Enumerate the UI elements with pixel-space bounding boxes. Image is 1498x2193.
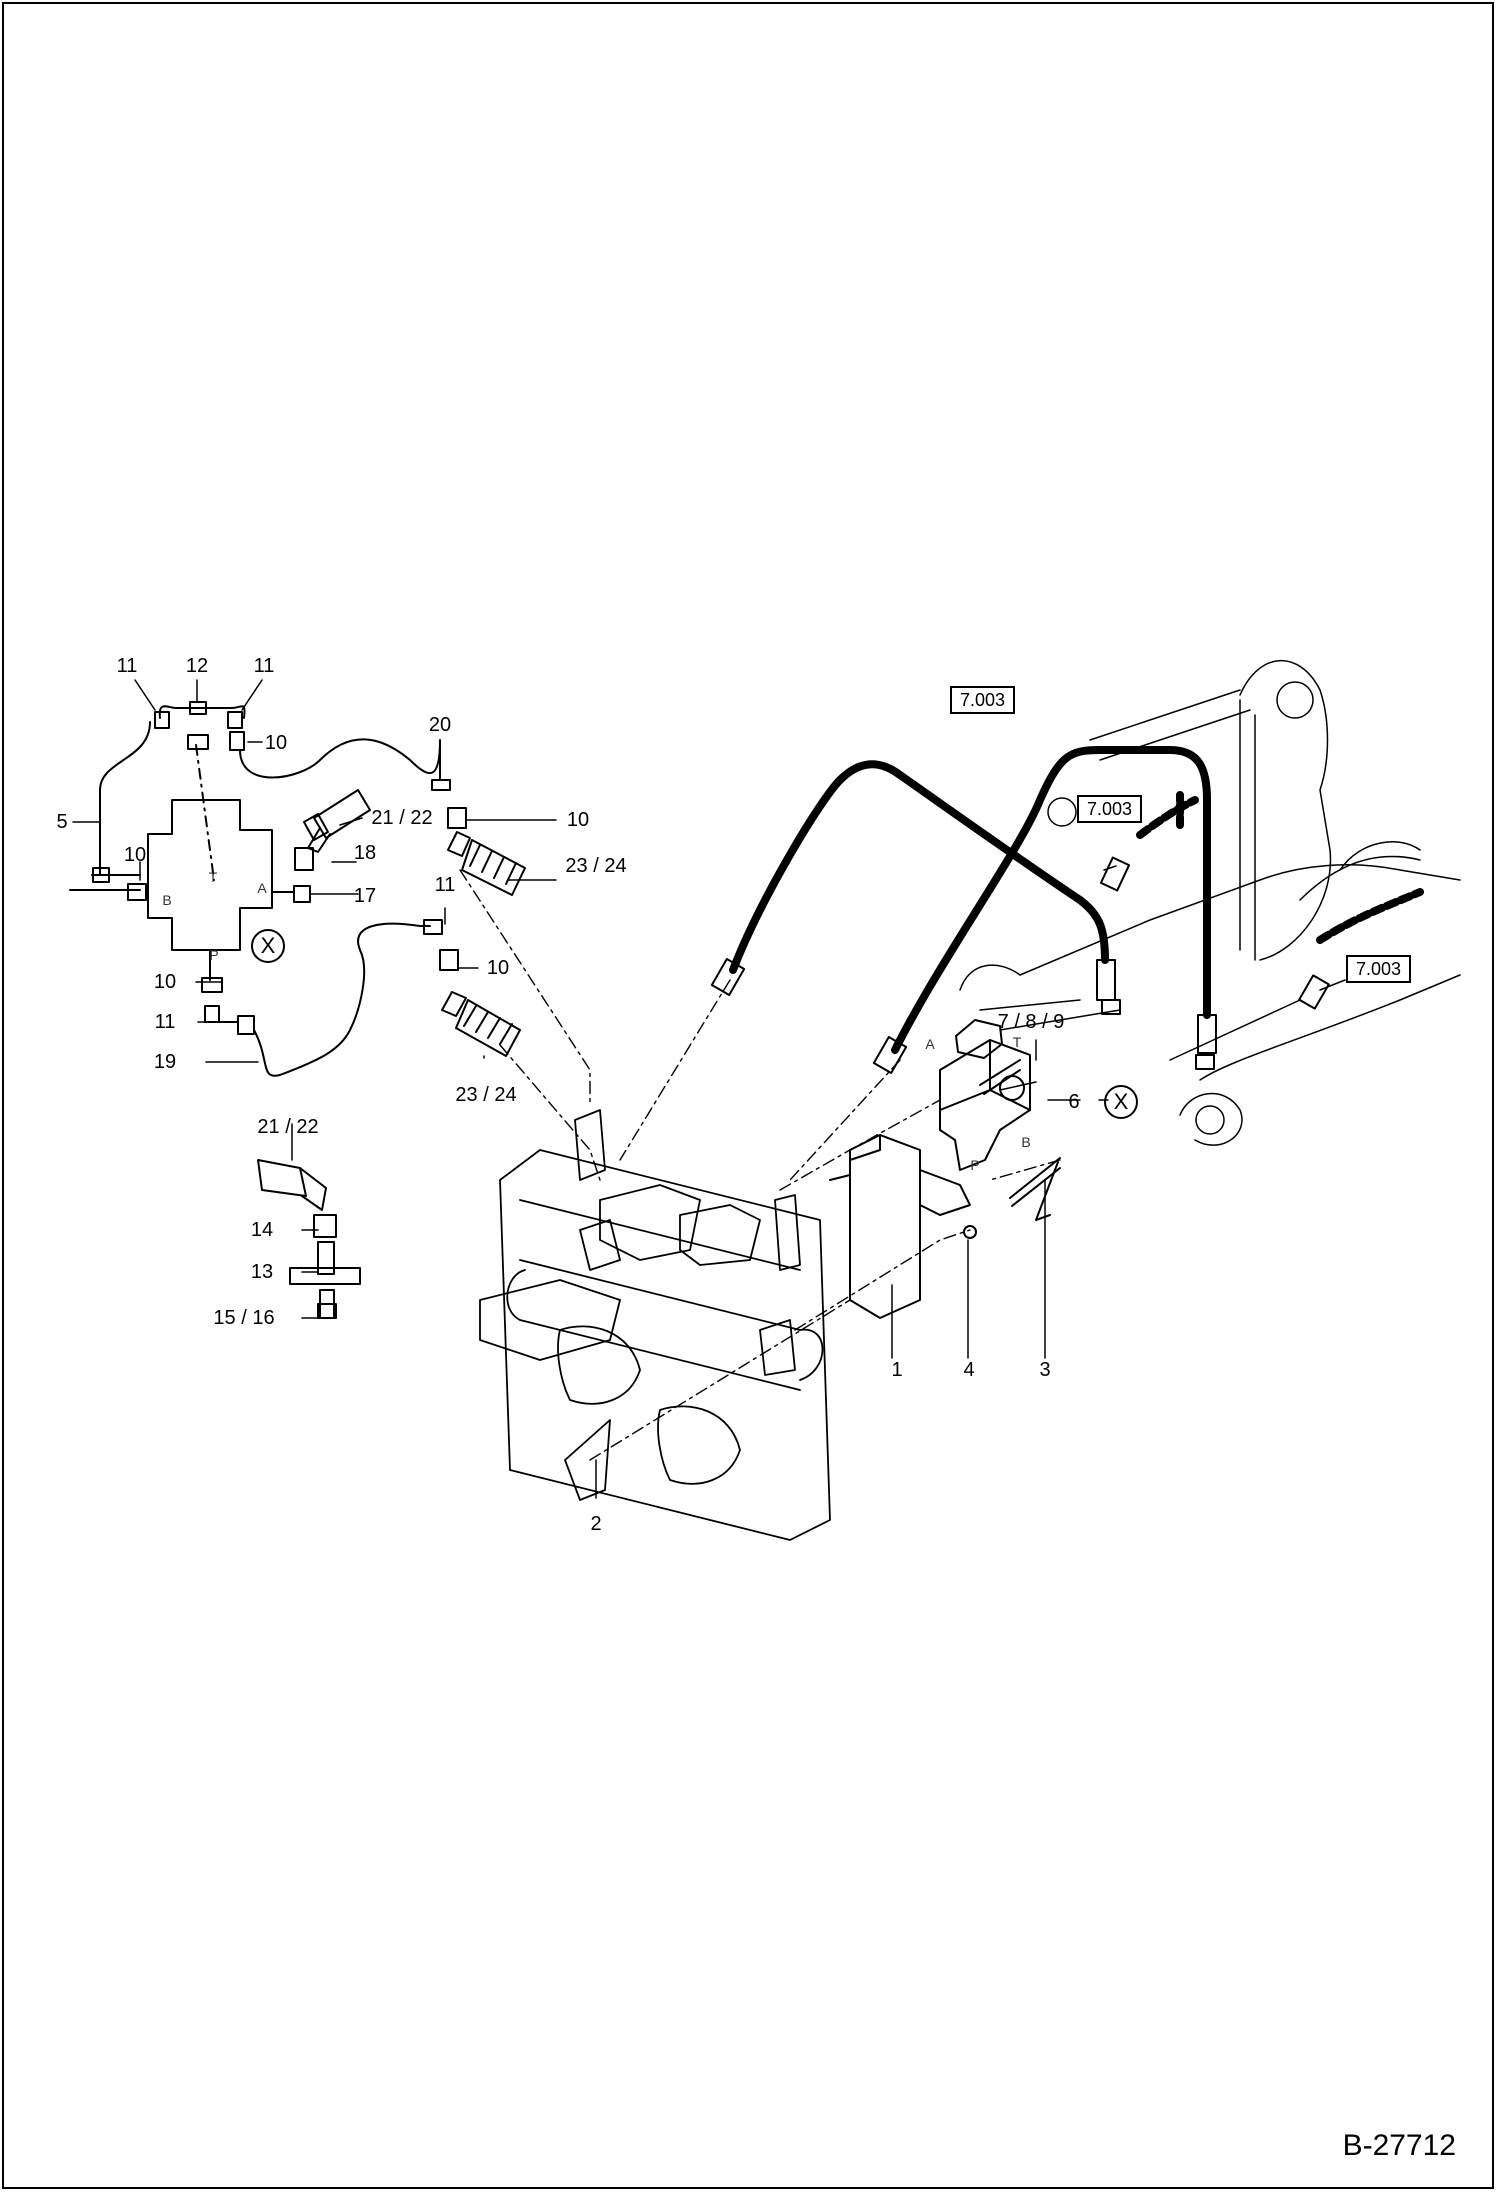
- callout-20: 20: [428, 714, 452, 736]
- fitting-11-mid: [423, 919, 443, 935]
- pipe-19: [211, 922, 431, 1077]
- fitting-11-bottom: [204, 1005, 220, 1023]
- valve-port-letter-a: A: [925, 1036, 935, 1052]
- valve-port-letter-b: B: [1021, 1134, 1031, 1150]
- quick-coupling-23-lower: [441, 991, 521, 1057]
- callout-21-22: 21 / 22: [257, 1116, 319, 1138]
- callout-1: 1: [891, 1359, 903, 1381]
- bolt-7-8-9: [979, 1059, 1021, 1095]
- callout-11: 11: [253, 655, 275, 677]
- callout-10: 10: [264, 732, 288, 754]
- hydraulic-schematic: [69, 701, 526, 1077]
- fitting-right-drop: [229, 731, 245, 751]
- callout-17: 17: [353, 885, 377, 907]
- callout-19: 19: [153, 1051, 177, 1073]
- callout-13: 13: [250, 1261, 274, 1283]
- reference-box-7-003[interactable]: 7.003: [950, 686, 1016, 714]
- port-letter-t: T: [208, 869, 218, 885]
- fitting-left-a: [92, 867, 110, 883]
- detail-marker-x: X: [1104, 1085, 1138, 1119]
- callout-10: 10: [123, 844, 147, 866]
- fitting-20: [431, 779, 451, 791]
- hose-dashed-mid: [1136, 796, 1199, 839]
- port-letter-b: B: [162, 892, 172, 908]
- document-number: B-27712: [1342, 2129, 1456, 2162]
- callout-14: 14: [250, 1219, 274, 1241]
- callout-12: 12: [185, 655, 209, 677]
- assembly-lines: [459, 869, 1061, 1461]
- couplers-on-frame: [574, 1109, 801, 1271]
- pipe-5: [99, 721, 151, 876]
- reference-box-7-003[interactable]: 7.003: [1077, 795, 1143, 823]
- callout-23-24: 23 / 24: [455, 1084, 517, 1106]
- fitting-10-top: [187, 734, 209, 750]
- callout-23-24: 23 / 24: [565, 855, 627, 877]
- fitting-21-22-upper: [303, 789, 371, 853]
- callout-leaders: [72, 679, 1346, 1499]
- callout-7-8-9: 7 / 8 / 9: [997, 1011, 1065, 1033]
- fitting-stack: [257, 1159, 361, 1319]
- quick-coupling-23-upper: [447, 831, 526, 896]
- callout-10: 10: [153, 971, 177, 993]
- schematic-tank-line: [195, 744, 215, 881]
- valve-port-letter-t: T: [1012, 1034, 1022, 1050]
- fitting-10-mid: [439, 949, 459, 971]
- callout-3: 3: [1039, 1359, 1051, 1381]
- fitting-bottom-elbow: [237, 1015, 255, 1035]
- valve-port-letter-p: P: [970, 1157, 980, 1173]
- detail-marker-x: X: [251, 929, 285, 963]
- fitting-11-left: [154, 711, 170, 729]
- washer-4: [963, 1225, 977, 1239]
- fitting-10-upper: [447, 807, 467, 829]
- reference-box-7-003[interactable]: 7.003: [1346, 955, 1412, 983]
- callout-18: 18: [353, 842, 377, 864]
- callout-11: 11: [434, 874, 456, 896]
- callout-6: 6: [1068, 1091, 1080, 1113]
- port-letter-a: A: [257, 880, 267, 896]
- port-letter-p: P: [209, 947, 219, 963]
- hose-end-fittings: [710, 856, 1330, 1074]
- callout-4: 4: [963, 1359, 975, 1381]
- fitting-17: [293, 885, 311, 903]
- valve-assembly: [829, 1019, 1061, 1319]
- callout-10: 10: [486, 957, 510, 979]
- callout-15-16: 15 / 16: [213, 1307, 275, 1329]
- callout-10: 10: [566, 809, 590, 831]
- fitting-12: [189, 701, 207, 715]
- mounting-bracket-1: [849, 1134, 921, 1319]
- pipe-to-20: [239, 738, 441, 781]
- quick-change-frame: [479, 1109, 831, 1541]
- loader-arm-outline: [959, 659, 1461, 1146]
- callout-5: 5: [56, 811, 68, 833]
- fitting-18: [294, 847, 314, 871]
- fitting-11-right: [227, 711, 243, 729]
- callout-21-22: 21 / 22: [371, 807, 433, 829]
- hydraulic-hoses: [729, 746, 1424, 1054]
- fitting-10-left: [127, 883, 147, 901]
- fitting-10-bottom: [201, 977, 223, 993]
- hose-dashed-right: [1316, 888, 1424, 944]
- schematic-valve-body: [147, 799, 273, 951]
- wedge-2: [564, 1419, 611, 1501]
- callout-11: 11: [116, 655, 138, 677]
- hose-right-loop: [891, 746, 1211, 1054]
- callout-11: 11: [154, 1011, 176, 1033]
- hose-left-loop: [729, 760, 1109, 974]
- callout-2: 2: [590, 1513, 602, 1535]
